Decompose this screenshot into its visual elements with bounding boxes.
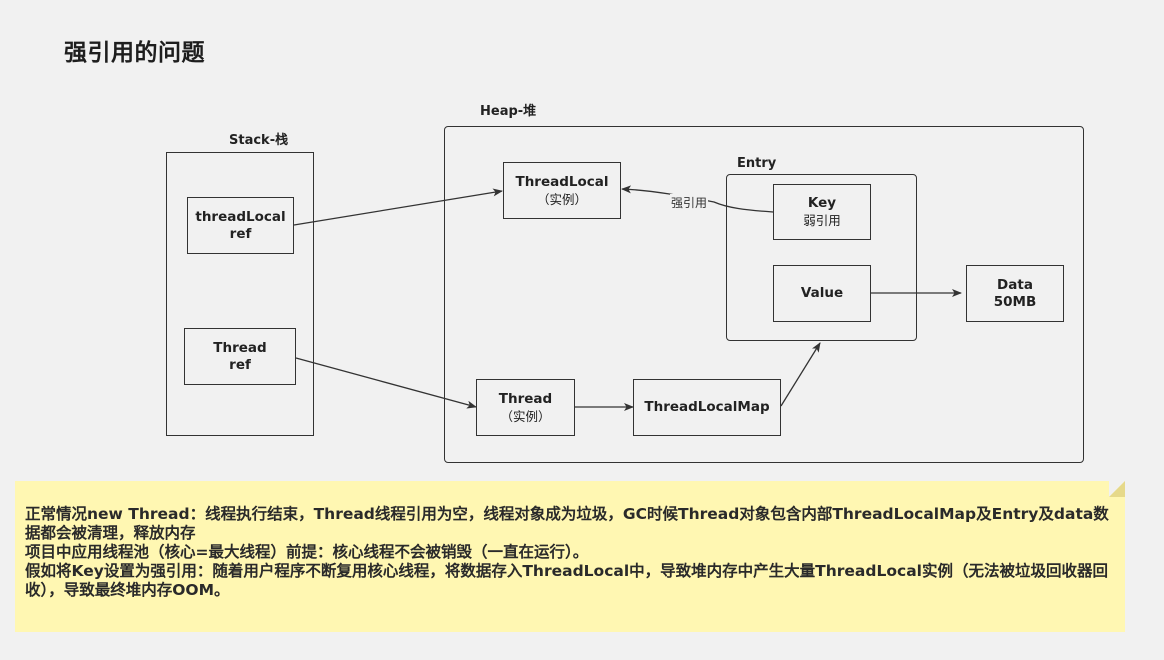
- node-threadlocal-instance: ThreadLocal （实例）: [503, 162, 621, 219]
- node-thread-ref: Thread ref: [184, 328, 296, 385]
- note-line: 项目中应用线程池（核心=最大线程）前提：核心线程不会被销毁（一直在运行）。: [25, 543, 589, 561]
- node-text: （实例）: [500, 408, 551, 424]
- node-text: Value: [800, 285, 844, 301]
- node-text: 50MB: [993, 293, 1037, 310]
- page-title: 强引用的问题: [64, 40, 205, 66]
- node-text: Data: [997, 276, 1033, 293]
- node-text: Key: [807, 195, 837, 211]
- heap-label: Heap-堆: [480, 104, 537, 119]
- heap-frame: [444, 126, 1084, 463]
- node-text: Thread: [498, 390, 553, 407]
- node-text: （实例）: [536, 191, 587, 207]
- node-thread-instance: Thread （实例）: [476, 379, 575, 436]
- note-line: 正常情况new Thread：线程执行结束，Thread线程引用为空，线程对象成…: [25, 505, 1109, 542]
- node-text: Thread: [213, 339, 267, 356]
- edge-threadlocalref-to-threadlocal: [293, 188, 503, 226]
- edge-label-strong-ref: 强引用: [670, 194, 709, 211]
- stack-label: Stack-栈: [229, 133, 289, 148]
- note-line: 假如将Key设置为强引用：随着用户程序不断复用核心线程，将数据存入ThreadL…: [25, 562, 1108, 599]
- node-text: ref: [229, 356, 251, 373]
- node-text: ThreadLocal: [515, 173, 609, 190]
- entry-frame: [726, 174, 917, 341]
- sticky-note: 正常情况new Thread：线程执行结束，Thread线程引用为空，线程对象成…: [15, 481, 1125, 632]
- stack-frame: [166, 152, 314, 436]
- node-threadlocalmap: ThreadLocalMap: [633, 379, 781, 436]
- node-value: Value: [773, 265, 871, 322]
- node-text: 弱引用: [803, 213, 841, 228]
- edge-map-to-entry: [780, 342, 821, 407]
- edge-key-to-threadlocal: [621, 185, 774, 213]
- note-fold-shadow: [1109, 481, 1125, 497]
- node-threadlocal-ref: threadLocal ref: [187, 197, 294, 254]
- node-text: ref: [229, 225, 252, 242]
- node-key: Key 弱引用: [773, 184, 871, 240]
- node-text: threadLocal: [195, 208, 286, 225]
- entry-label: Entry: [737, 156, 777, 171]
- edge-threadref-to-thread: [295, 357, 477, 409]
- node-data: Data 50MB: [966, 265, 1064, 322]
- node-text: ThreadLocalMap: [644, 399, 770, 415]
